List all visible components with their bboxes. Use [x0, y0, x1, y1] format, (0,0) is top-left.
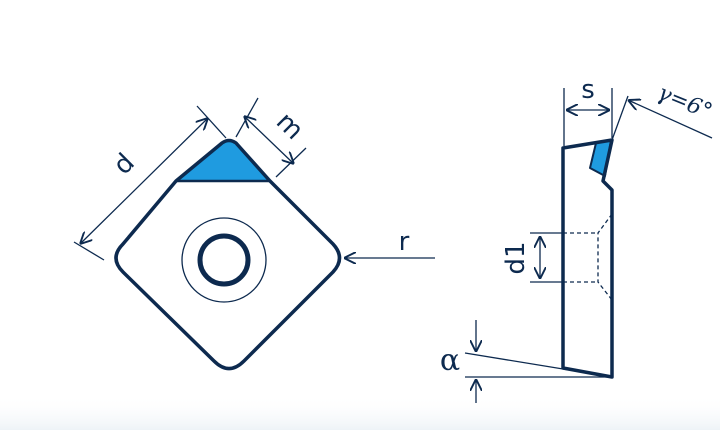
bottom-shade	[0, 395, 720, 430]
center-hole	[197, 233, 251, 287]
d1-label: d1	[501, 241, 531, 274]
counterbore-circle	[181, 217, 267, 303]
hidden-hole-lines	[563, 213, 613, 301]
gamma-reference-line	[611, 95, 629, 141]
d-dimension-line	[80, 118, 208, 244]
dimension-s: s	[563, 75, 613, 146]
alpha-face-line	[464, 352, 613, 378]
insert-outline	[114, 138, 342, 371]
d-extension-right	[196, 105, 227, 139]
gamma-leader	[628, 100, 713, 139]
m-dimension-line	[244, 116, 294, 164]
dimension-d1: d1	[501, 232, 563, 283]
dimension-r: r	[344, 227, 435, 258]
clearance-angle-alpha: α	[440, 320, 613, 403]
alpha-label: α	[440, 343, 460, 378]
r-label: r	[399, 227, 410, 257]
s-label: s	[581, 75, 595, 105]
